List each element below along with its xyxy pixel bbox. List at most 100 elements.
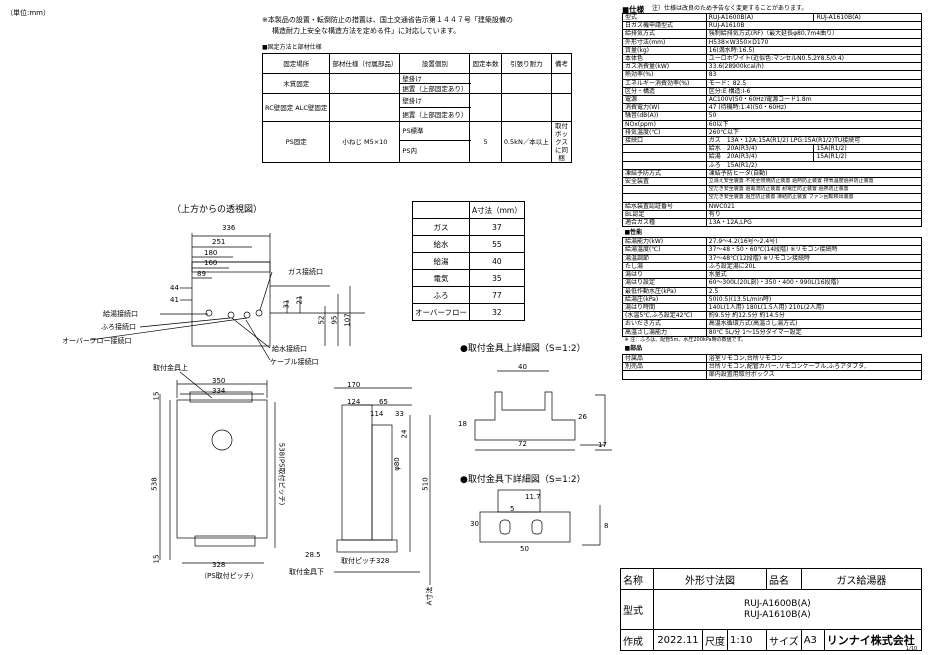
detail-top-dim: 18 <box>458 420 467 428</box>
fixing-sub: 据置（上部固定あり） <box>399 107 471 122</box>
front-dim-left: 15 <box>152 391 161 401</box>
adim-row-label: 給湯 <box>412 252 470 270</box>
front-dim: 328 <box>212 561 226 569</box>
fixing-count-ps: 5 <box>469 121 502 163</box>
top-dim-right: 107 <box>343 313 352 327</box>
label-cable-port: ケーブル接続口 <box>270 358 319 366</box>
spec-cell: 強制給排気方式(RF)（最大延長φ80,7m4曲り） <box>705 29 923 39</box>
top-dim-left: 41 <box>170 296 179 304</box>
adim-row-label: 給水 <box>412 235 470 253</box>
adim-row-value: 32 <box>468 303 525 321</box>
detail-top-title: ●取付金具上詳細図（S=1:2） <box>460 344 586 354</box>
top-dim: 251 <box>212 238 226 246</box>
title-made-value: 2022.11 <box>653 629 703 651</box>
top-dim-left: 44 <box>170 284 179 292</box>
label-overflow-port: オーバーフロー接続口 <box>62 337 132 345</box>
fixing-sub: PS内 <box>399 139 471 164</box>
adim-row-label: 電気 <box>412 269 470 287</box>
title-type-b: RUJ-A1610B(A) <box>744 609 811 620</box>
spec-connect-a: 20A(R3/4) <box>726 145 758 153</box>
adim-row-label: ガス <box>412 218 470 236</box>
top-dim: 180 <box>204 249 218 257</box>
detail-top-dim: 72 <box>518 440 527 448</box>
notice-line2: 構造耐力上安全な構造方法を定める件」に対応しています。 <box>272 27 461 35</box>
spec-cell: 13A・12A,LPG <box>705 218 923 228</box>
spec-cell: 扉内設置用取付ボックス <box>705 370 923 380</box>
side-dim: 取付ピッチ328 <box>341 557 390 565</box>
spec-connect-value: 13A・12A:15A(R1/2) LPG:15A(R1/2)TU接続可 <box>726 137 861 145</box>
title-scale-label: 尺度 <box>702 629 728 651</box>
page-code: 1/10 <box>906 646 918 652</box>
top-dim-right: 31 <box>282 299 291 309</box>
spec-connect-value: 15A(R1/2) <box>726 161 758 169</box>
adim-header: A寸法（mm） <box>468 201 525 219</box>
label-hot-water-port: 給湯接続口 <box>103 310 138 318</box>
notice-line1: ※本製品の設置・転倒防止の措置は、国土交通省告示第１４４７号「建築設備の <box>262 16 513 24</box>
side-dim: 170 <box>347 381 361 389</box>
spec-cell: 80℃ 5L/分 1〜15分タイマー設定 <box>705 327 923 337</box>
title-made-label: 作成 <box>620 629 654 651</box>
label-bath-port: ふろ接続口 <box>101 323 136 331</box>
title-name-label: 名称 <box>620 568 654 590</box>
label-bracket-bottom: 取付金具下 <box>289 568 324 576</box>
title-item-value: ガス給湯器 <box>800 568 923 590</box>
side-a-label: A寸法 <box>425 586 434 606</box>
spec-safety-item: 空だき安全装置 過圧防止装置 凍結防止装置 ファン回転検出装置 <box>705 193 923 203</box>
spec-cell: 37〜48・50・60℃(14段階) ※リモコン接続時 <box>705 245 923 255</box>
fixing-spec-ps: 小ねじ M5×10 <box>329 121 401 163</box>
fixing-note-ps: 取付ボックス に同梱 <box>551 121 572 163</box>
spec-safety-item: 立消え安全装置 不完全燃焼防止装置 過熱防止装置 排気温度過昇防止装置 <box>705 177 923 187</box>
side-dim: 28.5 <box>305 551 321 559</box>
adim-row-value: 55 <box>468 235 525 253</box>
adim-row-label: オーバーフロー <box>412 303 470 321</box>
label-bracket-top: 取付金具上 <box>153 364 188 372</box>
top-dim: 336 <box>222 224 236 232</box>
adim-row-label: ふろ <box>412 286 470 304</box>
fixing-place-rc: RC壁固定 ALC壁固定 <box>261 93 331 122</box>
side-dim: 33 <box>395 410 404 418</box>
front-dim-left: 538 <box>150 477 159 491</box>
top-dim: 89 <box>197 270 206 278</box>
side-dim: 510 <box>421 477 430 491</box>
spec-cell: 140L(1人用) 180L(1.5人用) 210L(2人用) <box>705 302 923 313</box>
detail-top-dim: 17 <box>598 441 607 449</box>
adim-row-value: 77 <box>468 286 525 304</box>
title-type-label: 型式 <box>620 589 654 630</box>
front-dim-left: 15 <box>152 554 161 564</box>
front-pitch-label: （PS取付ピッチ） <box>200 572 258 580</box>
spec-connect-kind: 給湯 <box>708 153 721 161</box>
side-dim: φ80 <box>392 457 401 471</box>
label-water-port: 給水接続口 <box>272 345 307 353</box>
side-dim: 65 <box>379 398 388 406</box>
label-gas-port: ガス接続口 <box>288 268 323 276</box>
company-name: リンナイ株式会社 <box>823 629 923 651</box>
spec-connect-a: 20A(R3/4) <box>726 153 758 161</box>
title-scale-value: 1:10 <box>727 629 767 651</box>
perf-note: ※ 注：ふろは、配管5m、水圧200kPa時の数値です。 <box>624 336 747 343</box>
spec-header-note: 注）仕様は改良のため予告なく変更することがあります。 <box>652 5 808 12</box>
adim-row-value: 37 <box>468 218 525 236</box>
acc-header: ■部品 <box>624 345 643 353</box>
adim-header <box>412 201 470 219</box>
top-view-title: （上方からの透視図） <box>172 205 263 215</box>
side-dim: 124 <box>347 398 361 406</box>
front-dim: 350 <box>212 377 226 385</box>
front-dim-right: 538(PS取付ピッチ) <box>277 442 286 506</box>
adim-row-value: 35 <box>468 269 525 287</box>
detail-bottom-dim: 50 <box>520 545 529 553</box>
detail-bottom-title: ●取付金具下詳細図（S=1:2） <box>460 475 586 485</box>
title-size-label: サイズ <box>766 629 802 651</box>
fixing-table: 固定場所 部材仕様（付属部品） 設置個別 固定本数 引張り耐力 備考 木質固定壁… <box>261 53 572 164</box>
title-name-value: 外形寸法図 <box>653 568 767 590</box>
spec-cell: ユーロホワイト(近似色:マンセルN0.5,2Y8.5/0.4) <box>705 54 923 64</box>
title-type-a: RUJ-A1600B(A) <box>744 598 811 609</box>
side-dim: 114 <box>370 410 384 418</box>
front-dim: 334 <box>212 387 226 395</box>
adim-row-value: 40 <box>468 252 525 270</box>
top-dim: 160 <box>204 259 218 267</box>
top-dim-right: 95 <box>330 315 339 325</box>
